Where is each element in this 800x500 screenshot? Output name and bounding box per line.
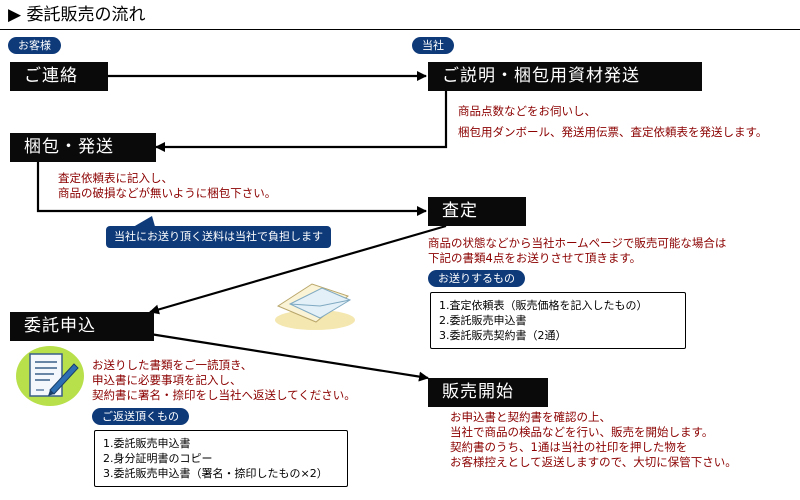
send-list-item: 1.査定依頼表（販売価格を記入したもの）: [439, 299, 648, 312]
note-apply-line: 契約書に署名・捺印をし当社へ返送してください。: [92, 388, 356, 402]
note-start-sale-line: お申込書と契約書を確認の上、: [450, 410, 611, 424]
envelope-icon: [275, 283, 355, 330]
title-divider: [0, 29, 800, 30]
return-list-item: 3.委託販売申込書（署名・捺印したもの×2）: [103, 467, 328, 480]
arrow-apply-to-start: [149, 332, 429, 382]
step-appraisal: 査定: [428, 197, 526, 226]
note-appraisal: 商品の状態などから当社ホームページで販売可能な場合は 下記の書類4点をお送りさせ…: [428, 236, 726, 266]
note-start-sale-line: 契約書のうち、1通は当社の社印を押した物を: [450, 440, 688, 454]
page-title: ▶ 委託販売の流れ: [8, 4, 145, 26]
note-pack-line: 査定依頼表に記入し、: [58, 171, 173, 185]
send-list-item: 3.委託販売契約書（2通）: [439, 329, 567, 342]
note-pack-line: 商品の破損などが無いように梱包下さい。: [58, 186, 277, 200]
step-apply: 委託申込: [10, 312, 154, 341]
return-list-box: 1.委託販売申込書 2.身分証明書のコピー 3.委託販売申込書（署名・捺印したも…: [94, 430, 348, 487]
note-appraisal-line: 下記の書類4点をお送りさせて頂きます。: [428, 251, 642, 265]
arrow-appraisal-to-apply: [149, 224, 447, 315]
note-appraisal-line: 商品の状態などから当社ホームページで販売可能な場合は: [428, 236, 727, 250]
company-label: 当社: [412, 37, 454, 54]
note-explain-line: 商品点数などをお伺いし、: [458, 104, 596, 118]
send-list-box: 1.査定依頼表（販売価格を記入したもの） 2.委託販売申込書 3.委託販売契約書…: [430, 292, 686, 349]
note-explain: 商品点数などをお伺いし、 梱包用ダンボール、発送用伝票、査定依頼表を発送します。: [458, 104, 767, 140]
play-triangle-icon: ▶: [8, 5, 22, 25]
note-apply-line: お送りした書類をご一読頂き、: [92, 358, 253, 372]
return-list-label: ご返送頂くもの: [92, 408, 189, 425]
note-pack: 査定依頼表に記入し、 商品の破損などが無いように梱包下さい。: [58, 171, 276, 201]
arrow-explain-to-pack: [155, 90, 448, 152]
step-pack-ship: 梱包・発送: [10, 133, 156, 162]
note-start-sale-line: 当社で商品の検品などを行い、販売を開始します。: [450, 425, 714, 439]
customer-label: お客様: [8, 37, 61, 54]
note-apply-line: 申込書に必要事項を記入し、: [92, 373, 242, 387]
return-list-item: 1.委託販売申込書: [103, 437, 191, 450]
page-title-text: 委託販売の流れ: [26, 5, 146, 25]
shipping-fee-callout: 当社にお送り頂く送料は当社で負担します: [106, 226, 331, 248]
send-list-label: お送りするもの: [428, 270, 525, 287]
note-start-sale-line: お客様控えとして返送しますので、大切に保管下さい。: [450, 455, 737, 469]
return-list-item: 2.身分証明書のコピー: [103, 452, 213, 465]
document-pen-icon: [16, 346, 84, 406]
send-list-item: 2.委託販売申込書: [439, 314, 527, 327]
step-contact: ご連絡: [10, 62, 108, 91]
note-apply: お送りした書類をご一読頂き、 申込書に必要事項を記入し、 契約書に署名・捺印をし…: [92, 358, 356, 403]
step-explain-ship: ご説明・梱包用資材発送: [428, 62, 702, 91]
arrow-pack-to-appraisal: [36, 160, 427, 216]
note-start-sale: お申込書と契約書を確認の上、 当社で商品の検品などを行い、販売を開始します。 契…: [450, 410, 737, 470]
note-explain-line: 梱包用ダンボール、発送用伝票、査定依頼表を発送します。: [458, 125, 768, 139]
step-start-sale: 販売開始: [428, 378, 548, 407]
